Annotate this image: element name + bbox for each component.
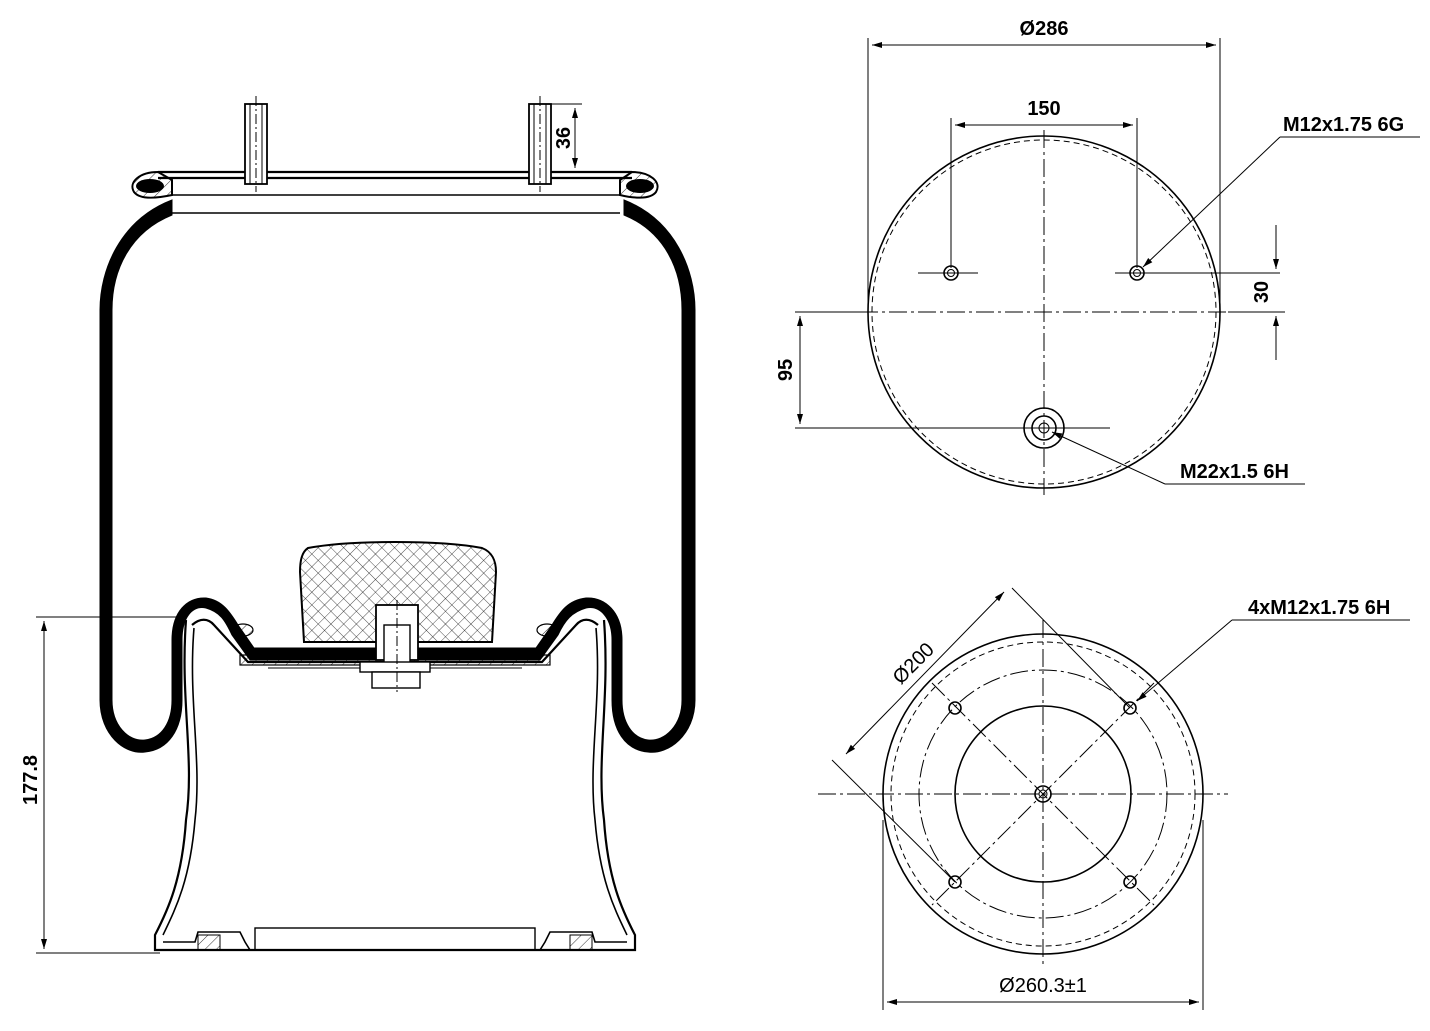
dim-bolt-circle: Ø200: [831, 587, 1131, 883]
dim-stud-spacing: 150: [950, 98, 1138, 268]
dim-air-fitting-offset: 95: [775, 311, 868, 424]
dim-200-label: Ø200: [889, 639, 939, 689]
bottom-view: Ø200 Ø260.3±1 4xM12x1.75 6H: [818, 587, 1410, 1010]
bolt-hole-br: [1123, 875, 1137, 889]
callout-m22-label: M22x1.5 6H: [1180, 461, 1289, 483]
callout-m12-label: M12x1.75 6G: [1283, 114, 1404, 136]
dim-286-label: Ø286: [1020, 18, 1069, 40]
callout-top-stud: M12x1.75 6G: [1142, 114, 1420, 268]
bolt-hole-tr: [1123, 701, 1137, 715]
center-hole: [1034, 785, 1052, 803]
dim-150-label: 150: [1027, 98, 1060, 120]
right-stud: [528, 96, 552, 192]
dim-36-label: 36: [553, 127, 575, 149]
bolt-hole-bl: [948, 875, 962, 889]
dim-top-diameter: Ø286: [867, 18, 1221, 312]
bolt-hole-tl: [948, 701, 962, 715]
dim-260-label: Ø260.3±1: [999, 975, 1087, 997]
dim-piston-diameter: Ø260.3±1: [882, 820, 1204, 1010]
dim-overall-height: 177.8: [20, 616, 186, 954]
dim-30-label: 30: [1251, 281, 1273, 303]
dim-177-label: 177.8: [20, 755, 42, 805]
top-plate: [131, 170, 659, 214]
dim-stud-height: 36: [551, 103, 582, 173]
rubber-bellow: [99, 199, 696, 753]
dim-95-label: 95: [775, 359, 797, 381]
center-bolt: [359, 600, 431, 692]
side-view: 36: [20, 96, 696, 954]
callout-air-fitting: M22x1.5 6H: [1051, 431, 1305, 485]
callout-bottom-bolts: 4xM12x1.75 6H: [1136, 597, 1410, 702]
bumper: [298, 541, 498, 643]
callout-4xm12-label: 4xM12x1.75 6H: [1248, 597, 1390, 619]
left-stud: [244, 96, 268, 192]
top-view: Ø286 150 30 95 M12x1.75 6G: [775, 18, 1420, 495]
dim-top-offset: 30: [1228, 225, 1285, 360]
